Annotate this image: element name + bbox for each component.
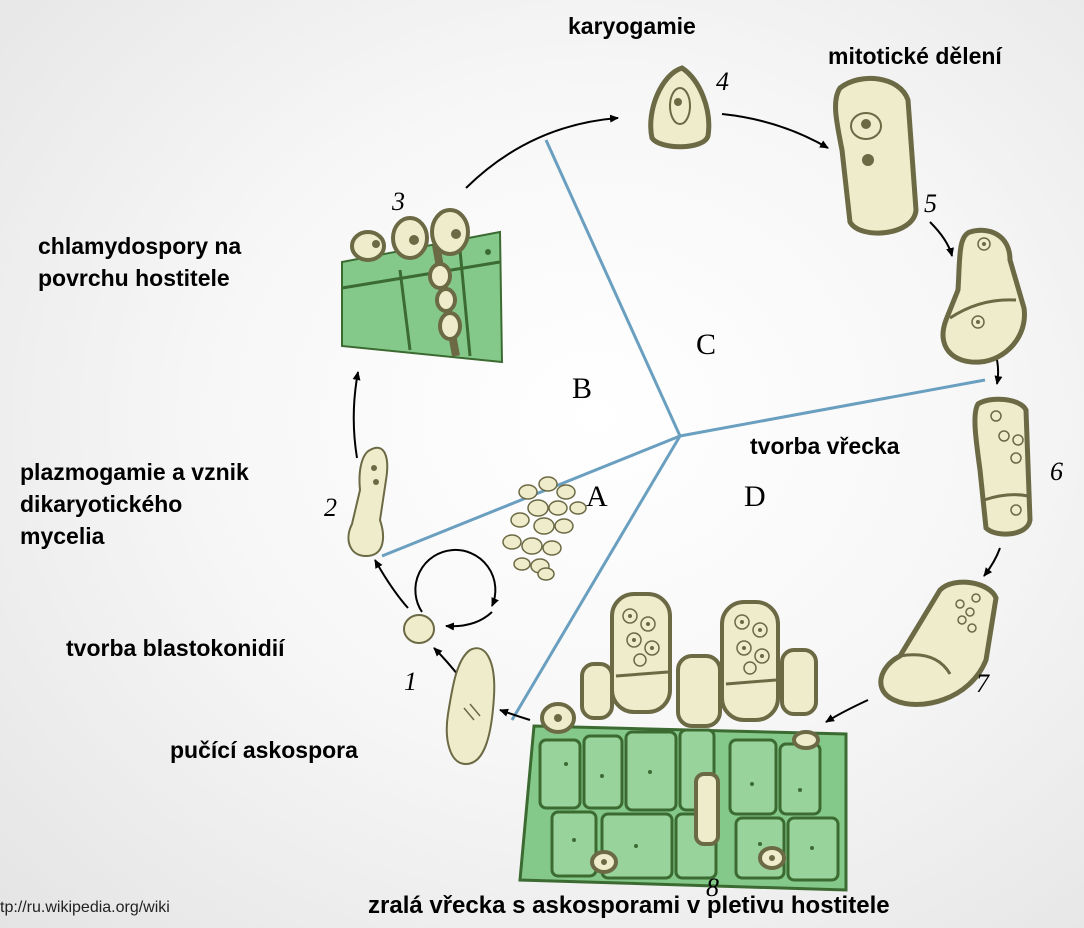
label-chlamydospory-line-2: povrchu hostitele [38, 262, 241, 294]
label-mitoticke-deleni: mitotické dělení [828, 40, 1002, 72]
dikaryotic-hypha [348, 448, 387, 556]
blastoconidia-cluster [503, 477, 586, 580]
label-plazmogamie: plazmogamie a vznik dikaryotického mycel… [20, 456, 249, 552]
section-letters: A B C D [572, 328, 766, 513]
source-url: tp://ru.wikipedia.org/wiki [0, 899, 170, 917]
stage-number-4: 4 [716, 67, 729, 96]
label-tvorba-blastokonidii: tvorba blastokonidií [66, 632, 285, 664]
stage-number-1: 1 [404, 667, 417, 696]
label-pucici-askospora: pučící askospora [170, 734, 358, 766]
label-zrala-vrecka: zralá vřecka s askosporami v pletivu hos… [368, 890, 890, 922]
forming-ascus [975, 399, 1030, 534]
label-tvorba-vrecka: tvorba vřecka [750, 430, 900, 462]
section-letter-a: A [586, 480, 608, 513]
stage-number-7: 7 [976, 669, 990, 698]
blastoconidium [404, 615, 434, 643]
section-letter-b: B [572, 372, 592, 405]
section-letter-c: C [696, 328, 716, 361]
mature-asci-in-host [520, 594, 846, 890]
germinating-ascospore [447, 648, 494, 764]
mitotic-ascus [836, 78, 916, 233]
label-chlamydospory-line-1: chlamydospory na [38, 230, 241, 262]
label-chlamydospory: chlamydospory na povrchu hostitele [38, 230, 241, 294]
stage-number-2: 2 [324, 493, 337, 522]
karyogamy-cell [651, 68, 709, 147]
label-plazmogamie-line-1: plazmogamie a vznik [20, 456, 249, 488]
chlamydospores-on-host [342, 210, 502, 362]
stage-number-5: 5 [924, 189, 937, 218]
stage-number-6: 6 [1050, 457, 1063, 486]
binucleate-ascus [943, 230, 1024, 362]
section-letter-d: D [744, 480, 766, 513]
label-plazmogamie-line-3: mycelia [20, 520, 249, 552]
label-karyogamie: karyogamie [568, 10, 696, 42]
stage-number-3: 3 [391, 187, 405, 216]
label-plazmogamie-line-2: dikaryotického [20, 488, 249, 520]
